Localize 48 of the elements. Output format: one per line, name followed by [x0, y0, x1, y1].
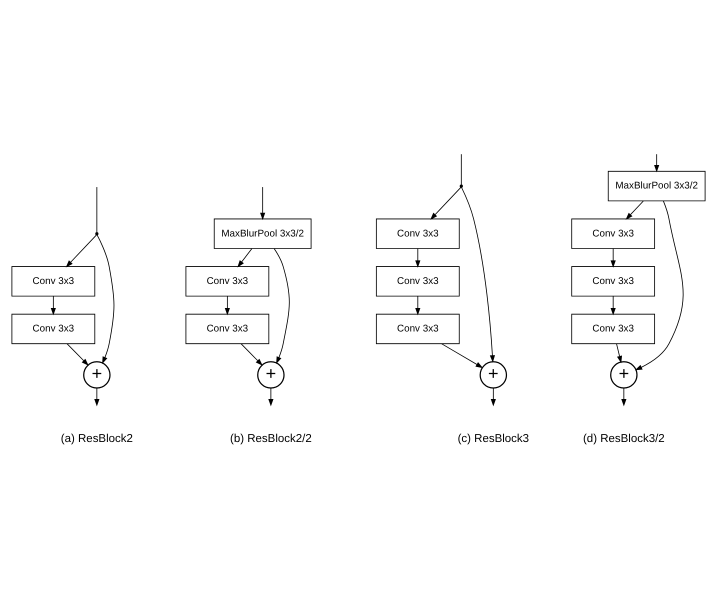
label: (b) ResBlock2/2	[230, 432, 312, 444]
arrow	[268, 387, 274, 406]
label: (c) ResBlock3	[458, 432, 530, 444]
arrow	[415, 295, 420, 315]
arrow	[66, 342, 89, 366]
node-box: Conv 3x3	[571, 313, 656, 344]
node-box: Conv 3x3	[376, 266, 460, 296]
label: (d) ResBlock3/2	[582, 432, 665, 444]
arrow	[66, 234, 97, 267]
node-circle: +	[257, 360, 285, 388]
node-box: Conv 3x3	[571, 218, 656, 248]
arrow	[96, 234, 114, 364]
arrow	[260, 186, 266, 220]
arrow	[237, 248, 252, 268]
node-box: MaxBlurPool 3x3/2	[608, 170, 706, 201]
node-box: Conv 3x3	[376, 313, 460, 344]
arrow	[224, 295, 230, 315]
node-box: Conv 3x3	[186, 313, 270, 344]
arrow	[441, 342, 484, 368]
connector	[460, 153, 462, 184]
node-circle: +	[480, 360, 508, 388]
arrow	[490, 387, 496, 406]
node-box: Conv 3x3	[186, 266, 270, 296]
arrow	[616, 342, 622, 363]
connector	[96, 186, 98, 232]
arrow	[626, 200, 644, 220]
node-point	[95, 232, 98, 235]
arrow	[274, 248, 290, 364]
arrow	[610, 248, 616, 268]
node-box: MaxBlurPool 3x3/2	[214, 218, 312, 248]
arrow	[654, 153, 660, 172]
node-circle: +	[83, 360, 111, 388]
node-box: Conv 3x3	[11, 313, 96, 344]
arrow	[461, 186, 495, 362]
arrow	[94, 387, 100, 406]
node-box: Conv 3x3	[376, 218, 460, 248]
arrow	[621, 387, 626, 406]
arrow	[50, 295, 56, 315]
arrow	[240, 342, 263, 366]
node-point	[460, 184, 463, 188]
arrow	[430, 186, 462, 220]
node-box: Conv 3x3	[11, 266, 96, 296]
arrow	[634, 200, 684, 370]
arrow	[415, 248, 420, 268]
arrow	[610, 295, 616, 315]
node-box: Conv 3x3	[571, 266, 656, 296]
label: (a) ResBlock2	[60, 432, 133, 444]
node-circle: +	[610, 360, 638, 388]
